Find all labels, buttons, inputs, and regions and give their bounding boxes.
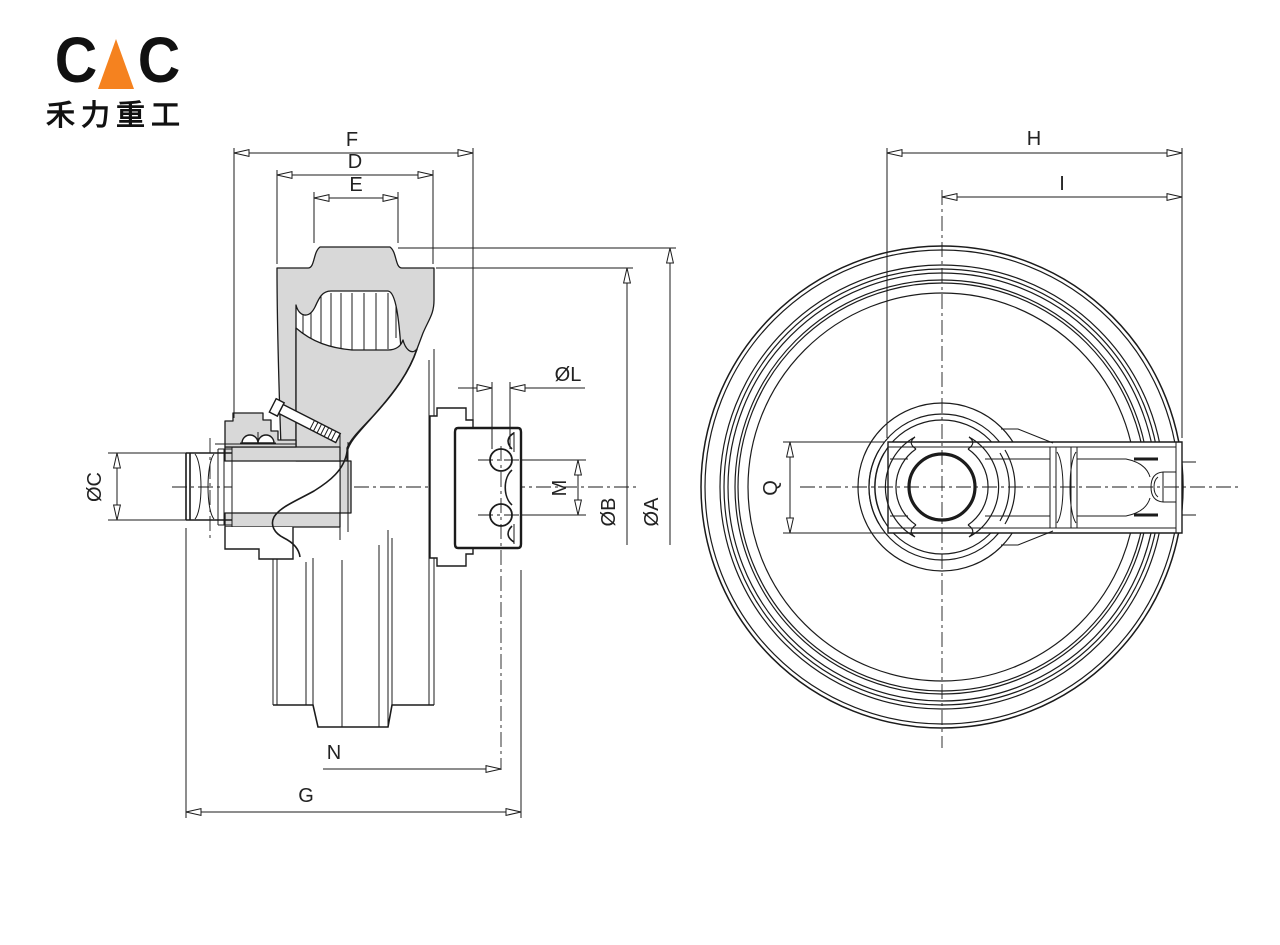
ext-lines-dia-l — [491, 382, 511, 449]
shaft-outline — [185, 452, 232, 521]
shaft-detail-lines — [194, 447, 233, 527]
bolt-threads — [309, 420, 337, 441]
right-front-view: H I Q — [700, 128, 1240, 748]
dimension-label-d: D — [348, 151, 362, 173]
dimension-label-dia-c: ØC — [84, 472, 106, 502]
dimension-label-i: I — [1059, 173, 1065, 195]
dimension-i: I — [941, 173, 1183, 202]
dimension-dia-b: ØB — [436, 267, 633, 545]
left-sectional-view: F D E ØL M ØB — [84, 129, 676, 818]
brand-letter-c-right: C — [137, 24, 181, 97]
dimension-m: M — [520, 459, 586, 516]
dimension-label-dia-a: ØA — [641, 497, 663, 527]
company-logo: C C 禾力重工 — [26, 14, 206, 134]
hub-arcs-in-arm — [868, 449, 1016, 525]
dimension-g: G — [185, 528, 522, 818]
bolt-shaft — [277, 403, 342, 444]
dimension-dia-c: ØC — [84, 452, 188, 521]
bearing-main-block — [453, 426, 523, 550]
web-section-fill-2 — [339, 460, 352, 514]
ring-through-dashes — [1134, 457, 1158, 517]
brand-wordmark: C C — [26, 14, 206, 97]
ext-lines-g — [185, 528, 522, 818]
dimension-label-dia-b: ØB — [598, 498, 620, 527]
hub-boss-lines — [339, 434, 349, 540]
web-section-fill — [295, 327, 418, 462]
bearing-block — [429, 407, 546, 770]
logo-triangle-icon — [98, 39, 134, 89]
web-outline-curve — [271, 348, 418, 558]
dimension-label-h: H — [1027, 128, 1041, 150]
arm-end-stubs — [1182, 461, 1196, 516]
dimension-label-g: G — [298, 785, 314, 807]
barrel-surface-lines — [272, 349, 435, 727]
dimension-label-e: E — [349, 174, 362, 196]
arm-gussets — [1001, 428, 1054, 546]
diagonal-bolt — [268, 397, 342, 444]
dimension-e: E — [313, 174, 399, 243]
ext-lines-e — [313, 192, 399, 243]
cast-relief-curves — [504, 432, 515, 543]
barrel-bottom-profile — [273, 704, 434, 728]
dimension-f: F — [233, 129, 474, 420]
dimension-label-f: F — [346, 129, 358, 151]
hub-top-strip — [224, 446, 341, 462]
dimension-label-dia-l: ØL — [555, 364, 582, 386]
brand-subtitle: 禾力重工 — [45, 100, 186, 132]
hub-assembly — [185, 348, 418, 560]
arm-edge-lines — [888, 442, 1177, 533]
dimension-q: Q — [760, 441, 885, 534]
lower-bracket-outline — [224, 527, 294, 560]
dimension-dia-a: ØA — [398, 247, 676, 545]
brand-letter-c-left: C — [54, 24, 98, 97]
seal-base-line — [240, 432, 276, 444]
dimension-label-n: N — [327, 742, 341, 764]
hub-bottom-strip — [224, 512, 341, 528]
centerlines-right — [800, 190, 1240, 748]
dimension-label-m: M — [549, 480, 571, 497]
ext-lines-dia-c — [108, 452, 188, 521]
dimension-dia-l: ØL — [458, 364, 585, 449]
dimension-label-q: Q — [760, 480, 782, 496]
dimension-h: H — [886, 128, 1183, 438]
dimension-n: N — [323, 742, 502, 774]
ext-lines-f — [233, 148, 474, 420]
bushing-lines — [1049, 447, 1078, 528]
shaft-bore-band — [232, 462, 340, 512]
arm-rails — [890, 458, 1151, 517]
ext-lines-q — [783, 441, 885, 534]
